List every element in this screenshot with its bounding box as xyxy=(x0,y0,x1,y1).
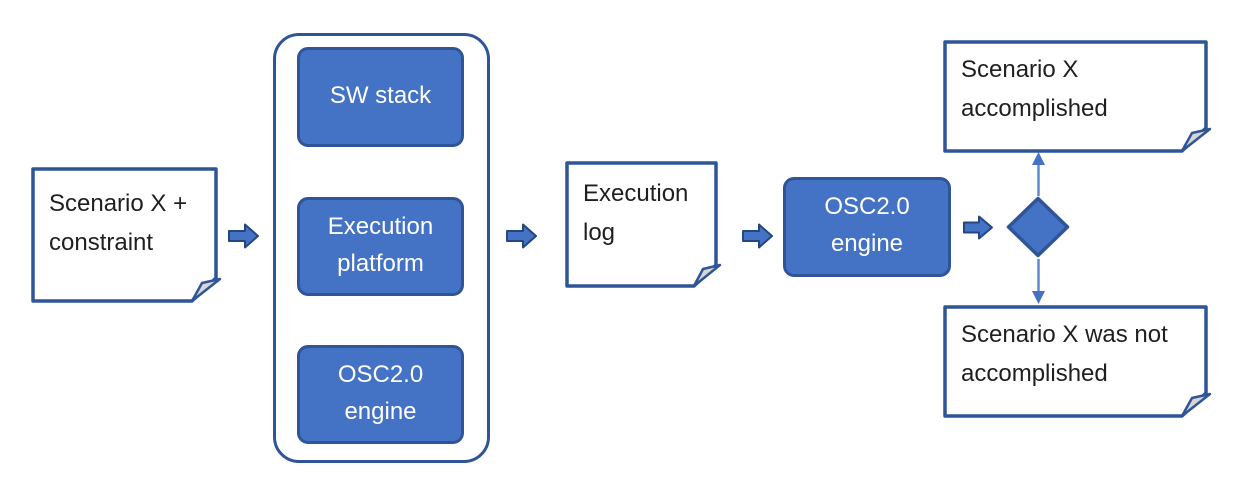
label-line: Execution xyxy=(327,212,434,240)
label-line: constraint xyxy=(49,229,154,256)
folded-corner-icon xyxy=(1180,127,1212,153)
label-line: SW stack xyxy=(329,81,432,109)
connector-arrowhead xyxy=(1032,291,1045,304)
process-osc-engine-main: OSC2.0 engine xyxy=(783,177,951,277)
document-shape xyxy=(943,40,1212,153)
folded-corner-icon xyxy=(692,263,722,288)
block-arrow-shape xyxy=(963,215,993,240)
connector-arrowhead xyxy=(1032,152,1045,165)
label-line: engine xyxy=(344,397,417,425)
document-execution-log: Execution log xyxy=(565,161,723,292)
arrow-right-icon xyxy=(963,215,993,240)
arrow-right-icon xyxy=(742,223,773,249)
process-execution-platform: Execution platform xyxy=(297,197,464,296)
connector-up-arrow-icon xyxy=(1032,152,1045,196)
process-sw-stack: SW stack xyxy=(297,47,464,147)
folded-corner-icon xyxy=(190,277,222,303)
process-osc-engine-stack: OSC2.0 engine xyxy=(297,345,464,444)
label-line: accomplished xyxy=(961,360,1108,387)
document-label: Scenario X accomplished xyxy=(961,50,1108,128)
document-scenario-not-accomplished: Scenario X was not accomplished xyxy=(943,305,1213,422)
label-line: Scenario X was not xyxy=(961,321,1168,348)
document-shape xyxy=(943,305,1212,418)
document-shape xyxy=(565,161,722,288)
document-label: Scenario X was not accomplished xyxy=(961,315,1168,393)
label-line: Execution xyxy=(583,180,689,207)
document-scenario-accomplished: Scenario X accomplished xyxy=(943,40,1213,157)
block-arrow-shape xyxy=(742,223,773,249)
connector-down-arrow-icon xyxy=(1032,259,1045,304)
label-line: engine xyxy=(830,230,904,257)
document-shape xyxy=(31,167,222,303)
diamond-shape xyxy=(1006,196,1070,258)
block-arrow-shape xyxy=(506,223,537,249)
label-line: OSC2.0 xyxy=(337,360,424,388)
label-line: Scenario X + xyxy=(49,190,188,217)
document-label: Execution log xyxy=(583,174,688,252)
label-line: accomplished xyxy=(961,95,1108,122)
arrow-right-icon xyxy=(228,223,259,249)
document-label: Scenario X + constraint xyxy=(49,184,187,262)
label-line: platform xyxy=(337,249,424,277)
document-scenario-input: Scenario X + constraint xyxy=(31,167,224,307)
label-line: OSC2.0 xyxy=(824,193,910,220)
decision-diamond xyxy=(1006,196,1070,258)
label-line: Scenario X xyxy=(961,56,1079,83)
label-line: log xyxy=(583,219,616,246)
arrow-right-icon xyxy=(506,223,537,249)
block-arrow-shape xyxy=(228,223,259,249)
folded-corner-icon xyxy=(1180,392,1212,418)
